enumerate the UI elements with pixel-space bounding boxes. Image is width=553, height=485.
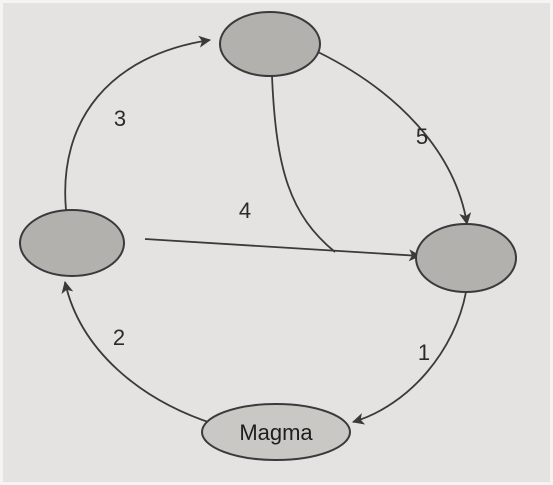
edge-label-5: 5 xyxy=(416,124,428,149)
edge-label-1: 1 xyxy=(418,340,430,365)
node-right xyxy=(415,223,517,293)
arrow-top-curve-to-right xyxy=(271,75,336,253)
edge-label-3: 3 xyxy=(114,106,126,131)
edge-label-2: 2 xyxy=(113,325,125,350)
arrow-magma-to-left xyxy=(61,281,215,425)
arrow-right-to-magma xyxy=(352,291,467,425)
arrow-left-to-top xyxy=(64,35,211,211)
arrow-left-to-right xyxy=(144,238,421,262)
node-magma xyxy=(201,403,351,461)
arrow-top-to-right xyxy=(317,51,472,225)
node-magma-label: Magma xyxy=(239,420,313,445)
node-top xyxy=(219,11,321,77)
edge-label-4: 4 xyxy=(239,198,251,223)
node-left xyxy=(19,209,125,277)
